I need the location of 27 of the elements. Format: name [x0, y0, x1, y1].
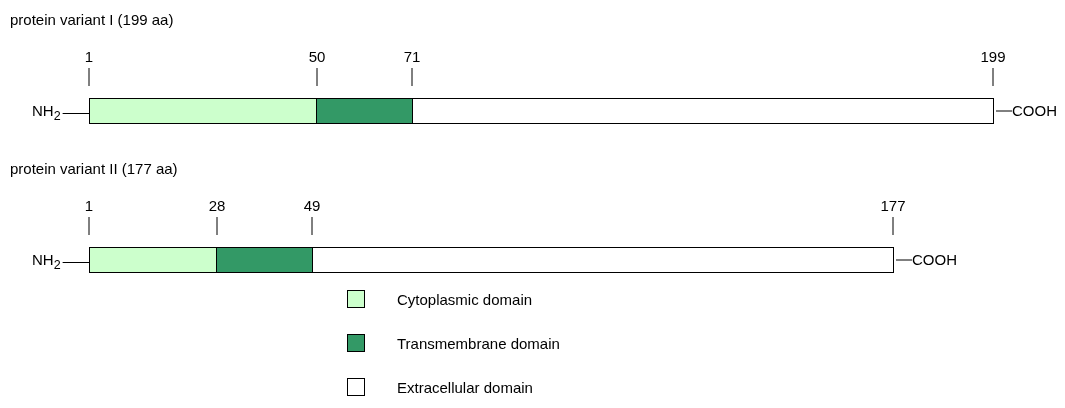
terminus-label: COOH — [1012, 102, 1057, 120]
position-number: 49 — [303, 197, 321, 215]
connector-line — [62, 113, 90, 114]
variant-title: protein variant II (177 aa) — [10, 160, 178, 178]
position-number: 50 — [308, 48, 326, 66]
variant-title: protein variant I (199 aa) — [10, 11, 174, 29]
legend-label: Cytoplasmic domain — [397, 291, 533, 309]
connector-line — [895, 259, 913, 261]
terminus-label: NH$_{2}$ — [32, 251, 61, 274]
domain-bar-segment — [89, 98, 317, 124]
terminus-label: COOH — [912, 251, 957, 269]
connector-line — [995, 110, 1013, 112]
legend-label: Transmembrane domain — [397, 335, 560, 353]
domain-bar-segment — [216, 247, 313, 273]
terminus-label: NH$_{2}$ — [32, 102, 61, 125]
domain-bar-segment — [89, 247, 217, 273]
connector-line — [62, 262, 90, 263]
position-number: 71 — [403, 48, 421, 66]
position-number: 28 — [208, 197, 226, 215]
position-number: 1 — [84, 48, 94, 66]
domain-bar-segment — [312, 247, 894, 273]
position-number: 177 — [880, 197, 906, 215]
domain-bar-segment — [316, 98, 413, 124]
position-number: 1 — [84, 197, 94, 215]
domain-bar-segment — [412, 98, 994, 124]
position-number: 199 — [980, 48, 1006, 66]
legend-label: Extracellular domain — [397, 379, 533, 397]
